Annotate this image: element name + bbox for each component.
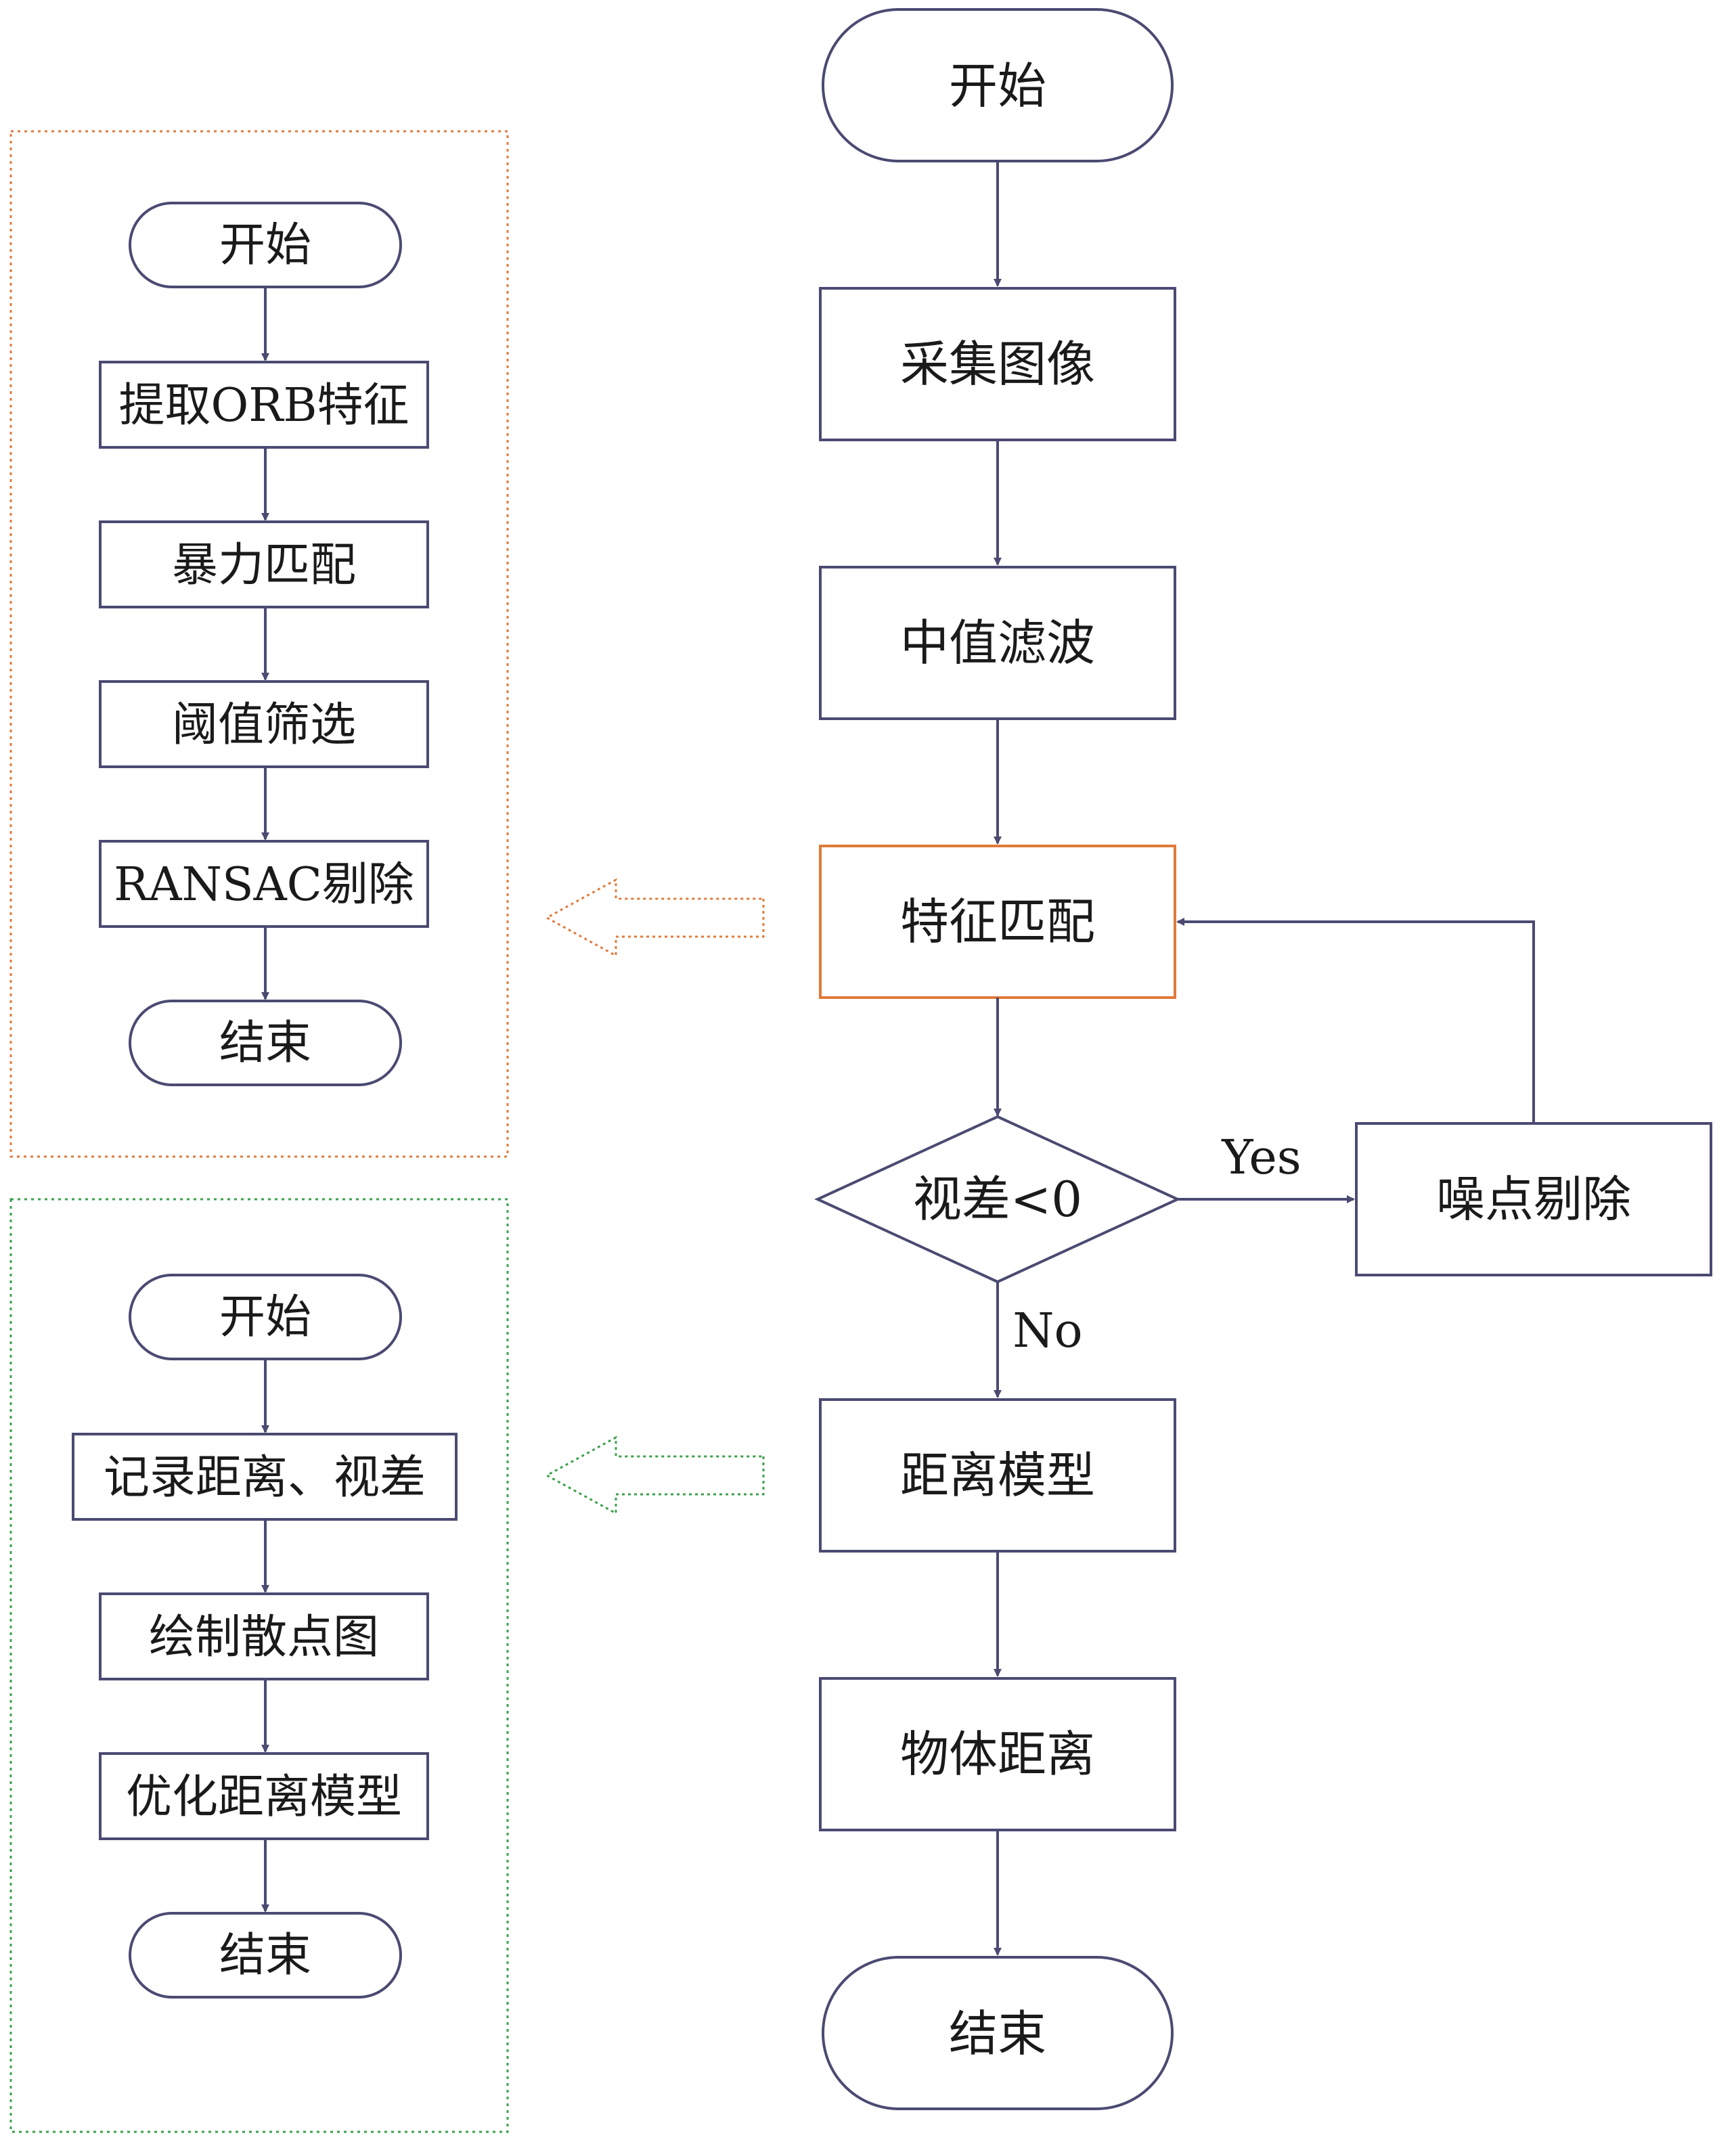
match-detail-step3-node: 阈值筛选 <box>99 680 429 768</box>
edge-noise-back-to-match <box>1176 918 1535 1123</box>
object-distance-label: 物体距离 <box>900 1726 1095 1783</box>
match-detail-start-node: 开始 <box>129 202 402 288</box>
model-detail-start-label: 开始 <box>219 1291 311 1344</box>
match-detail-step2-label: 暴力匹配 <box>172 539 356 592</box>
main-end-node: 结束 <box>822 1956 1174 2110</box>
match-detail-step4-label: RANSAC剔除 <box>114 858 414 912</box>
model-detail-panel <box>9 1198 509 2133</box>
match-detail-step4-node: RANSAC剔除 <box>99 840 429 928</box>
model-detail-step2-label: 绘制散点图 <box>149 1611 379 1664</box>
distance-model-node: 距离模型 <box>819 1398 1176 1553</box>
green-hollow-arrow <box>544 1435 765 1515</box>
match-detail-end-node: 结束 <box>129 1000 402 1086</box>
match-detail-end-label: 结束 <box>219 1017 311 1070</box>
model-detail-step3-label: 优化距离模型 <box>126 1770 402 1824</box>
match-detail-step3-label: 阈值筛选 <box>172 698 356 752</box>
acquire-image-node: 采集图像 <box>819 287 1176 441</box>
model-detail-end-node: 结束 <box>129 1912 402 1999</box>
feature-match-label: 特征匹配 <box>900 893 1095 950</box>
model-detail-step3-node: 优化距离模型 <box>99 1752 429 1840</box>
disparity-decision-node: 视差<0 <box>814 1115 1181 1284</box>
model-detail-step1-label: 记录距离、视差 <box>104 1451 426 1504</box>
match-detail-step2-node: 暴力匹配 <box>99 520 429 608</box>
no-label: No <box>1012 1303 1082 1358</box>
match-detail-panel <box>9 130 509 1158</box>
distance-model-label: 距离模型 <box>900 1447 1095 1504</box>
feature-match-node: 特征匹配 <box>819 845 1176 999</box>
match-detail-step1-node: 提取ORB特征 <box>99 361 429 449</box>
model-detail-end-label: 结束 <box>219 1929 311 1982</box>
noise-removal-node: 噪点剔除 <box>1355 1122 1712 1276</box>
median-filter-node: 中值滤波 <box>819 566 1176 720</box>
disparity-decision-label: 视差<0 <box>913 1171 1082 1228</box>
model-detail-start-node: 开始 <box>129 1274 402 1360</box>
noise-removal-label: 噪点剔除 <box>1436 1171 1631 1228</box>
match-detail-start-label: 开始 <box>219 219 311 272</box>
median-filter-label: 中值滤波 <box>900 615 1095 671</box>
main-start-label: 开始 <box>949 58 1046 114</box>
yes-label: Yes <box>1221 1130 1301 1185</box>
object-distance-node: 物体距离 <box>819 1677 1176 1831</box>
main-end-label: 结束 <box>949 2005 1046 2062</box>
orange-hollow-arrow <box>544 878 765 958</box>
main-start-node: 开始 <box>822 8 1174 162</box>
model-detail-step2-node: 绘制散点图 <box>99 1592 429 1680</box>
match-detail-step1-label: 提取ORB特征 <box>119 379 409 432</box>
model-detail-step1-node: 记录距离、视差 <box>72 1433 458 1521</box>
acquire-image-label: 采集图像 <box>900 336 1095 393</box>
